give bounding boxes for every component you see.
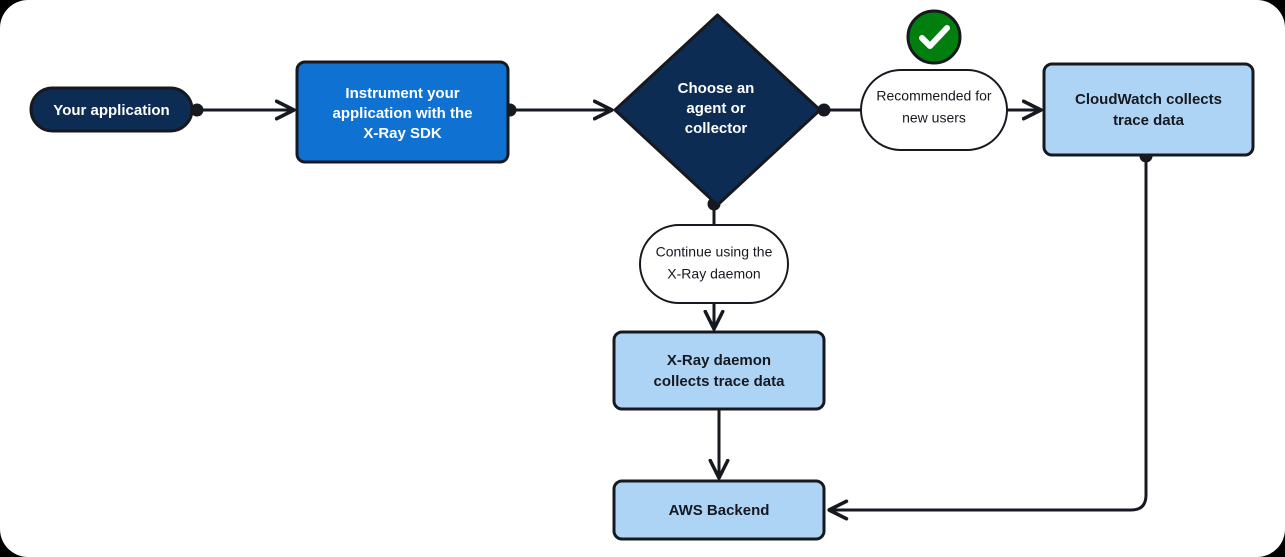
node-shape-oval — [860, 69, 1008, 151]
node-label-your-application: Your application — [53, 102, 169, 119]
node-instrument-sdk[interactable]: Instrument your application with the X-R… — [295, 60, 510, 164]
edge-app-to-sdk — [190, 99, 296, 121]
node-label-recommended-line2: new users — [902, 110, 966, 126]
badge-ring — [906, 9, 962, 65]
node-recommended-new-users[interactable]: Recommended for new users — [860, 69, 1008, 151]
node-aws-backend[interactable]: AWS Backend — [612, 479, 826, 541]
edge-choose-to-recommended — [817, 103, 861, 117]
badge-check-mark — [919, 25, 950, 49]
node-shape-rect — [295, 60, 510, 164]
node-shape-pill — [29, 86, 194, 133]
node-label-daemon-line1: X-Ray daemon — [667, 352, 771, 369]
node-shape-rect — [612, 479, 826, 541]
node-label-choose-line1: Choose an — [678, 80, 755, 97]
node-shape-rect — [1042, 62, 1255, 157]
node-label-continue-line2: X-Ray daemon — [667, 266, 760, 282]
node-label-daemon-line2: collects trace data — [654, 373, 786, 390]
node-cloudwatch-collects[interactable]: CloudWatch collects trace data — [1042, 62, 1255, 157]
node-label-instrument-line2: application with the — [332, 105, 472, 122]
node-label-recommended-line1: Recommended for — [876, 88, 992, 104]
node-your-application[interactable]: Your application — [29, 86, 194, 133]
node-choose-agent[interactable]: Choose an agent or collector — [613, 13, 822, 207]
node-label-instrument-line1: Instrument your — [345, 85, 459, 102]
node-label-cloudwatch-line2: trace data — [1113, 112, 1185, 129]
node-label-continue-line1: Continue using the — [656, 244, 773, 260]
node-continue-daemon[interactable]: Continue using the X-Ray daemon — [639, 224, 789, 304]
node-label-instrument-line3: X-Ray SDK — [363, 125, 442, 142]
node-label-aws-backend: AWS Backend — [669, 502, 770, 519]
edge-source-dot — [817, 103, 831, 117]
node-label-choose-line3: collector — [685, 120, 748, 137]
node-xray-daemon-collects[interactable]: X-Ray daemon collects trace data — [612, 330, 826, 411]
node-label-cloudwatch-line1: CloudWatch collects — [1075, 91, 1222, 108]
check-circle-icon — [906, 9, 962, 65]
edge-source-dot — [190, 103, 204, 117]
node-shape-rect — [612, 330, 826, 411]
node-shape-oval — [639, 224, 789, 304]
node-label-choose-line2: agent or — [686, 100, 745, 117]
node-shape-diamond — [613, 13, 822, 207]
